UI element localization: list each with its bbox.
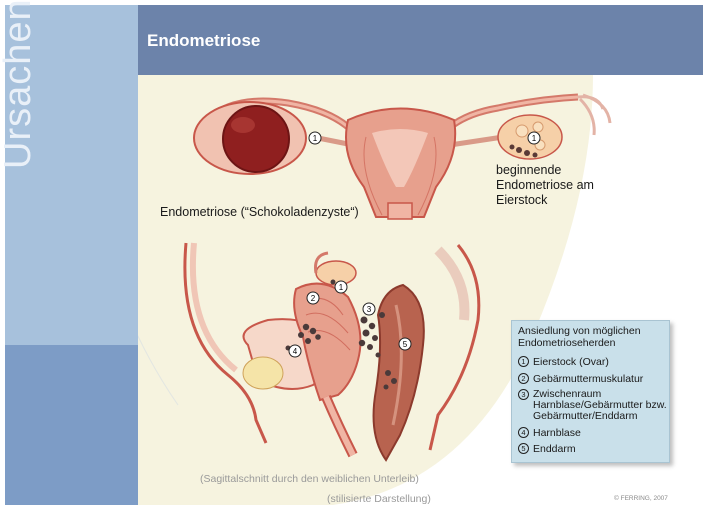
legend-number: 3: [518, 389, 529, 400]
marker-4-bladder: 4: [289, 345, 301, 357]
chocolate-cyst-label: Endometriose (“Schokoladenzyste“): [160, 205, 359, 220]
marker-1-right-ovary: 1: [528, 132, 540, 144]
sidebar-title-box: Ursachen: [0, 29, 77, 179]
page-title: Endometriose: [147, 31, 260, 51]
lesion-dot: [516, 147, 522, 153]
legend-number: 2: [518, 373, 529, 384]
legend-item-1: 1 Eierstock (Ovar): [518, 356, 609, 368]
copyright-note: © FERRING, 2007: [614, 495, 668, 502]
legend-item-5: 5 Enddarm: [518, 443, 576, 455]
svg-text:1: 1: [313, 134, 318, 143]
marker-1-sagittal: 1: [335, 281, 347, 293]
marker-5-rectum: 5: [399, 338, 411, 350]
legend-text: Eierstock (Ovar): [533, 356, 609, 368]
legend-number: 5: [518, 443, 529, 454]
cervix: [388, 203, 412, 219]
lesion-dot: [524, 150, 530, 156]
legend-text: Zwischenraum Harnblase/Gebärmutter bzw. …: [533, 389, 669, 422]
legend-item-3: 3 Zwischenraum Harnblase/Gebärmutter bzw.…: [518, 389, 669, 422]
marker-3-interspace: 3: [363, 303, 375, 315]
legend-item-4: 4 Harnblase: [518, 427, 581, 439]
lesion-dot: [533, 153, 538, 158]
svg-text:3: 3: [367, 305, 372, 314]
marker-1-left-ovary: 1: [309, 132, 321, 144]
lesion-dot: [510, 145, 515, 150]
svg-text:4: 4: [293, 347, 298, 356]
svg-text:2: 2: [311, 294, 316, 303]
svg-text:1: 1: [532, 134, 537, 143]
legend-text: Harnblase: [533, 427, 581, 439]
ovary-sagittal: [316, 261, 356, 285]
sidebar: Ursachen: [5, 5, 138, 505]
chocolate-cyst: [223, 106, 289, 172]
caption-line-1: (Sagittalschnitt durch den weiblichen Un…: [200, 473, 419, 485]
legend-text: Gebärmuttermuskulatur: [533, 373, 643, 385]
ovary-note-label: beginnende Endometriose am Eierstock: [496, 163, 596, 208]
svg-text:5: 5: [403, 340, 408, 349]
sidebar-lower-band: [5, 345, 138, 505]
legend-number: 4: [518, 427, 529, 438]
legend-text: Enddarm: [533, 443, 576, 455]
legend-number: 1: [518, 356, 529, 367]
legend-item-2: 2 Gebärmuttermuskulatur: [518, 373, 643, 385]
marker-2-uterus-muscle: 2: [307, 292, 319, 304]
legend-panel: Ansiedlung von möglichen Endometrioseher…: [511, 320, 670, 463]
sidebar-title: Ursachen: [0, 0, 40, 169]
legend-title: Ansiedlung von möglichen Endometrioseher…: [518, 325, 663, 349]
pubic-bone: [243, 357, 283, 389]
header-bar: Endometriose: [138, 5, 703, 75]
svg-text:1: 1: [339, 283, 344, 292]
caption-line-2: (stilisierte Darstellung): [327, 493, 431, 505]
